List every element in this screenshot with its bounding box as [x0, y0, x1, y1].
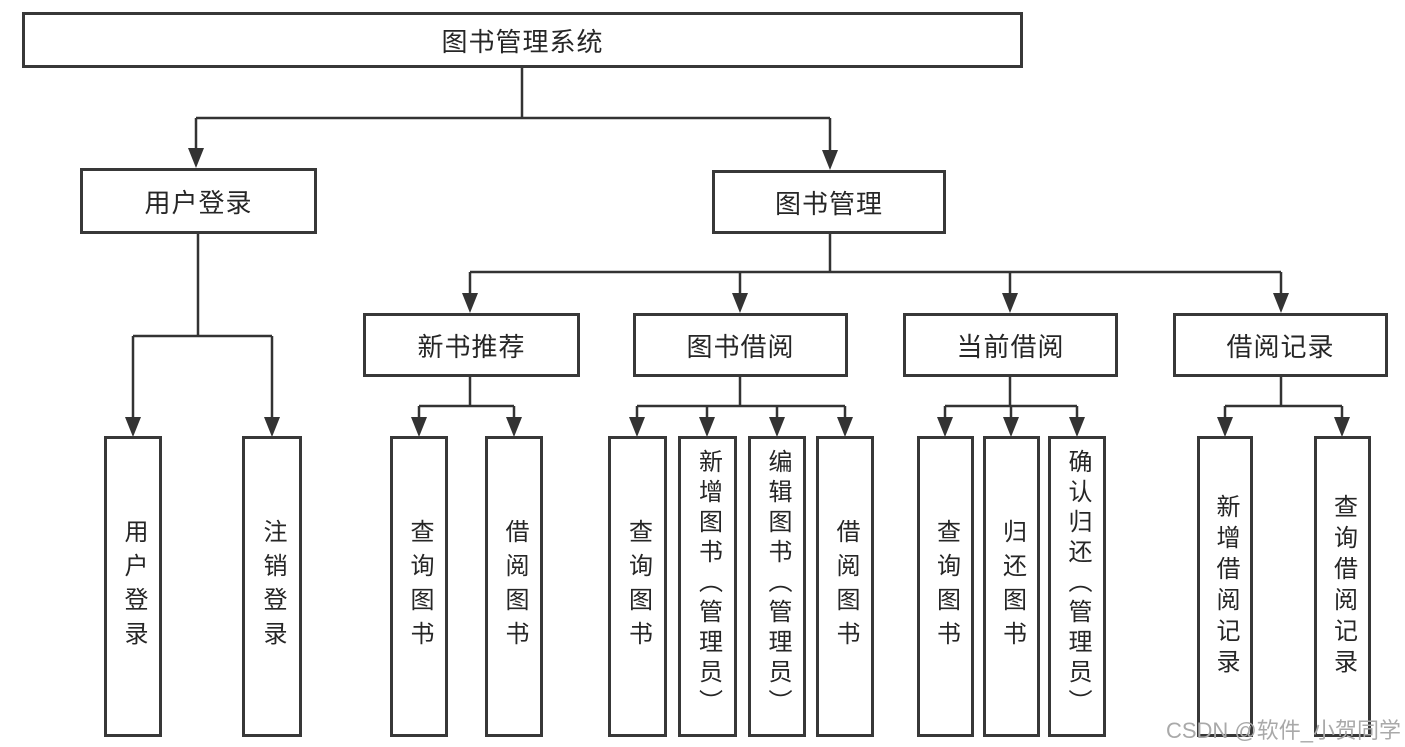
leaf-query-books-borrow: 查询图书 — [608, 436, 667, 737]
watermark: CSDN @软件_小贺同学 — [1165, 718, 1401, 743]
leaf-logout: 注销登录 — [242, 436, 302, 737]
node-borrow-records: 借阅记录 — [1173, 313, 1388, 377]
leaf-query-borrow-record: 查询借阅记录 — [1314, 436, 1371, 737]
leaf-user-login: 用户登录 — [104, 436, 162, 737]
node-book-management: 图书管理 — [712, 170, 946, 234]
leaf-query-books-recommend: 查询图书 — [390, 436, 448, 737]
leaf-query-books-current: 查询图书 — [917, 436, 974, 737]
leaf-edit-books-admin: 编辑图书（管理员） — [748, 436, 806, 737]
node-book-borrow: 图书借阅 — [633, 313, 848, 377]
leaf-return-books: 归还图书 — [983, 436, 1040, 737]
leaf-add-borrow-record: 新增借阅记录 — [1197, 436, 1253, 737]
node-current-borrow: 当前借阅 — [903, 313, 1118, 377]
leaf-borrow-books: 借阅图书 — [816, 436, 874, 737]
node-user-login: 用户登录 — [80, 168, 317, 234]
node-library-management-system: 图书管理系统 — [22, 12, 1023, 68]
leaf-confirm-return-admin: 确认归还（管理员） — [1048, 436, 1106, 737]
leaf-add-books-admin: 新增图书（管理员） — [678, 436, 737, 737]
node-new-book-recommend: 新书推荐 — [363, 313, 580, 377]
leaf-borrow-books-recommend: 借阅图书 — [485, 436, 543, 737]
